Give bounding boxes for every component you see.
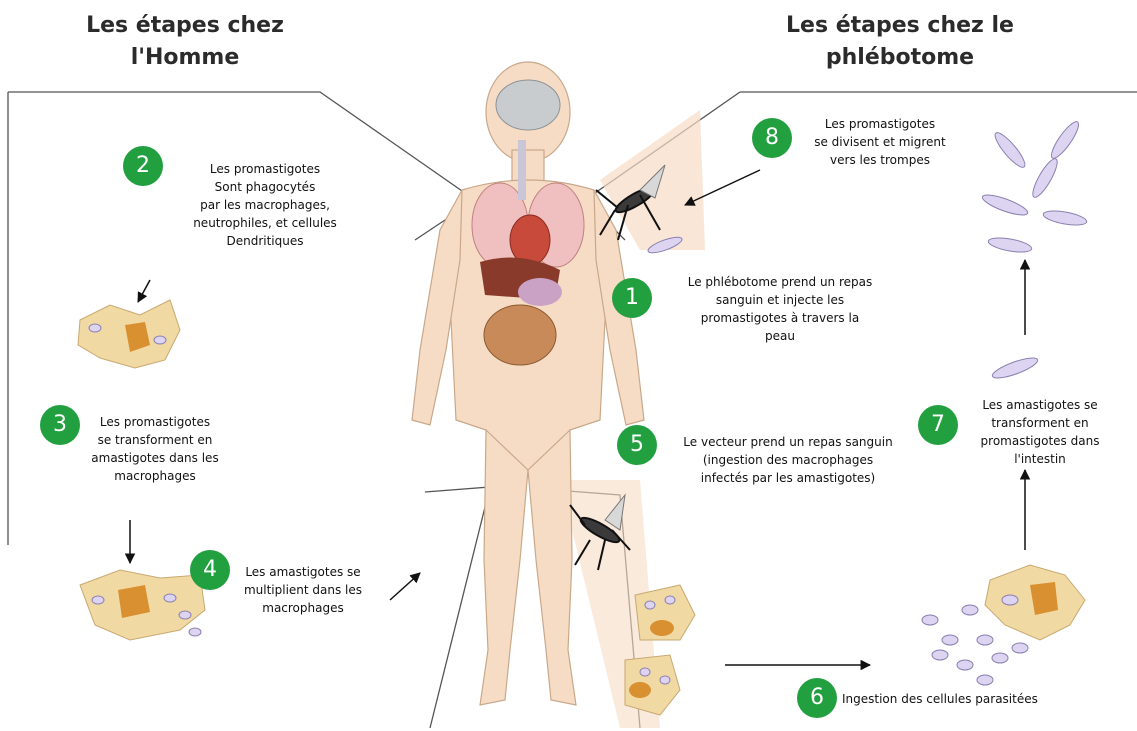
step-4-text: Les amastigotes se multiplient dans les … (228, 563, 378, 617)
step-6-badge: 6 (797, 678, 837, 718)
step-5-text: Le vecteur prend un repas sanguin (inges… (658, 433, 918, 487)
step-1-text: Le phlébotome prend un repas sanguin et … (660, 273, 900, 345)
step-8-badge: 8 (752, 118, 792, 158)
step-3-text: Les promastigotes se transforment en ama… (70, 413, 240, 485)
step-8-text: Les promastigotes se divisent et migrent… (795, 115, 965, 169)
step-6-text: Ingestion des cellules parasitées (842, 690, 1092, 708)
step-2-text: Les promastigotes Sont phagocytés par le… (160, 160, 370, 250)
step-4-badge: 4 (190, 550, 230, 590)
step-1-badge: 1 (612, 278, 652, 318)
step-5-badge: 5 (617, 425, 657, 465)
step-7-text: Les amastigotes se transforment en proma… (955, 396, 1125, 468)
brain (496, 80, 560, 130)
heading-human: Les étapes chez l'Homme (70, 10, 300, 74)
heading-sandfly: Les étapes chez le phlébotome (770, 10, 1030, 74)
step-7-badge: 7 (918, 405, 958, 445)
step-2-badge: 2 (123, 146, 163, 186)
